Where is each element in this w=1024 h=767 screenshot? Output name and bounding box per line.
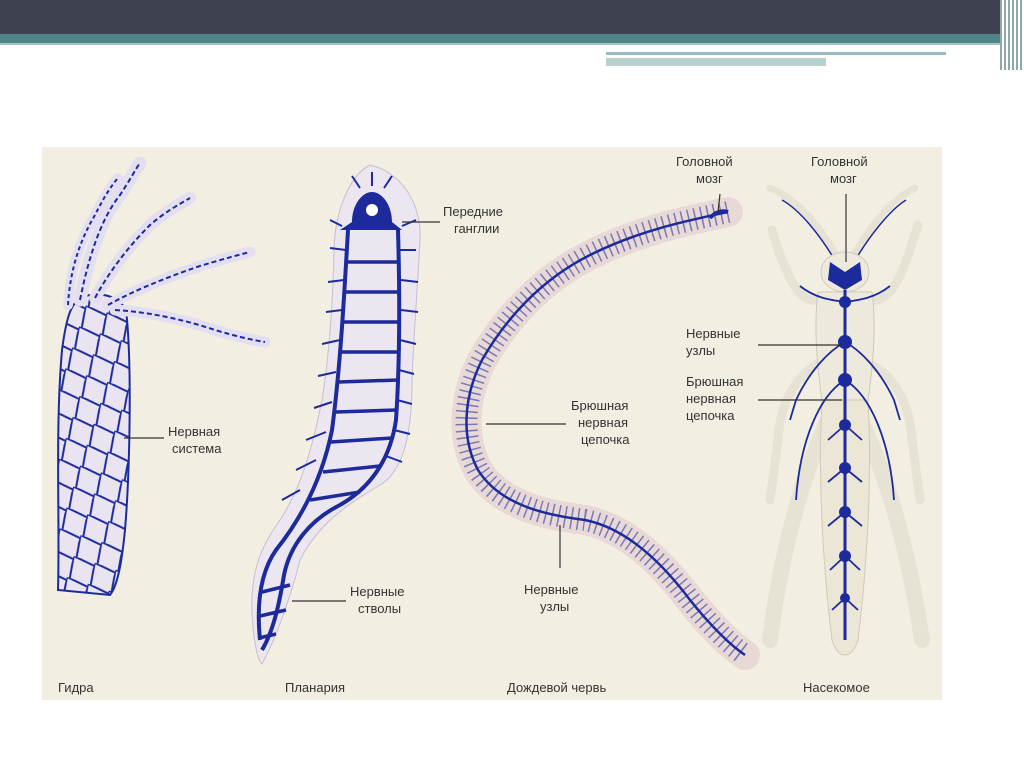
insect-hindleg-left	[762, 412, 836, 648]
caption-planaria: Планария	[285, 680, 345, 695]
top-dark-bar	[0, 0, 1024, 34]
insect-figure	[758, 184, 930, 656]
insect-antenna-left	[766, 184, 842, 262]
planaria-side-branches	[281, 172, 419, 501]
label-insect-brain-2: мозг	[830, 171, 857, 186]
label-worm-chain-2: нервная	[578, 415, 628, 430]
label-planaria-trunks-2: стволы	[358, 601, 401, 616]
label-insect-chain-1: Брюшная	[686, 374, 743, 389]
hydra-tentacle-3	[102, 246, 256, 311]
insect-foreleg-right	[863, 220, 923, 306]
insect-brain	[828, 262, 862, 290]
label-insect-chain-3: цепочка	[686, 408, 735, 423]
label-insect-chain-2: нервная	[686, 391, 736, 406]
label-planaria-ganglia-2: ганглии	[454, 221, 499, 236]
caption-insect: Насекомое	[803, 680, 870, 695]
label-insect-nodes-2: узлы	[686, 343, 715, 358]
earthworm-nerve-chain	[465, 210, 746, 657]
insect-foreleg-left	[767, 225, 825, 306]
label-planaria-ganglia-1: Передние	[443, 204, 503, 219]
planaria-commissures	[258, 260, 400, 640]
label-worm-brain-2: мозг	[696, 171, 723, 186]
thin-line	[0, 43, 1000, 45]
caption-hydra: Гидра	[58, 680, 94, 695]
caption-earthworm: Дождевой червь	[507, 680, 607, 695]
insect-hindleg-right	[852, 412, 930, 648]
accent-line-2	[606, 58, 826, 66]
teal-band	[0, 34, 1000, 43]
hydra-net	[56, 293, 131, 597]
label-planaria-trunks-1: Нервные	[350, 584, 405, 599]
planaria-figure	[251, 164, 440, 665]
label-worm-nodes-1: Нервные	[524, 582, 579, 597]
label-hydra-nervous-system-1: Нервная	[168, 424, 220, 439]
label-worm-brain-1: Головной	[676, 154, 733, 169]
label-worm-nodes-2: узлы	[540, 599, 569, 614]
insect-midleg-left	[765, 355, 830, 505]
accent-line-1	[606, 52, 946, 55]
hydra-figure	[56, 156, 271, 597]
label-worm-chain-1: Брюшная	[571, 398, 628, 413]
earthworm-brain	[708, 209, 729, 220]
right-stripes	[1000, 0, 1024, 70]
label-insect-brain-1: Головной	[811, 154, 868, 169]
label-hydra-nervous-system-2: система	[172, 441, 222, 456]
label-insect-nodes-1: Нервные	[686, 326, 741, 341]
planaria-nerve-cord-left	[256, 229, 350, 641]
earthworm-figure	[451, 193, 760, 670]
label-worm-chain-3: цепочка	[581, 432, 630, 447]
insect-antenna-right	[848, 184, 919, 262]
